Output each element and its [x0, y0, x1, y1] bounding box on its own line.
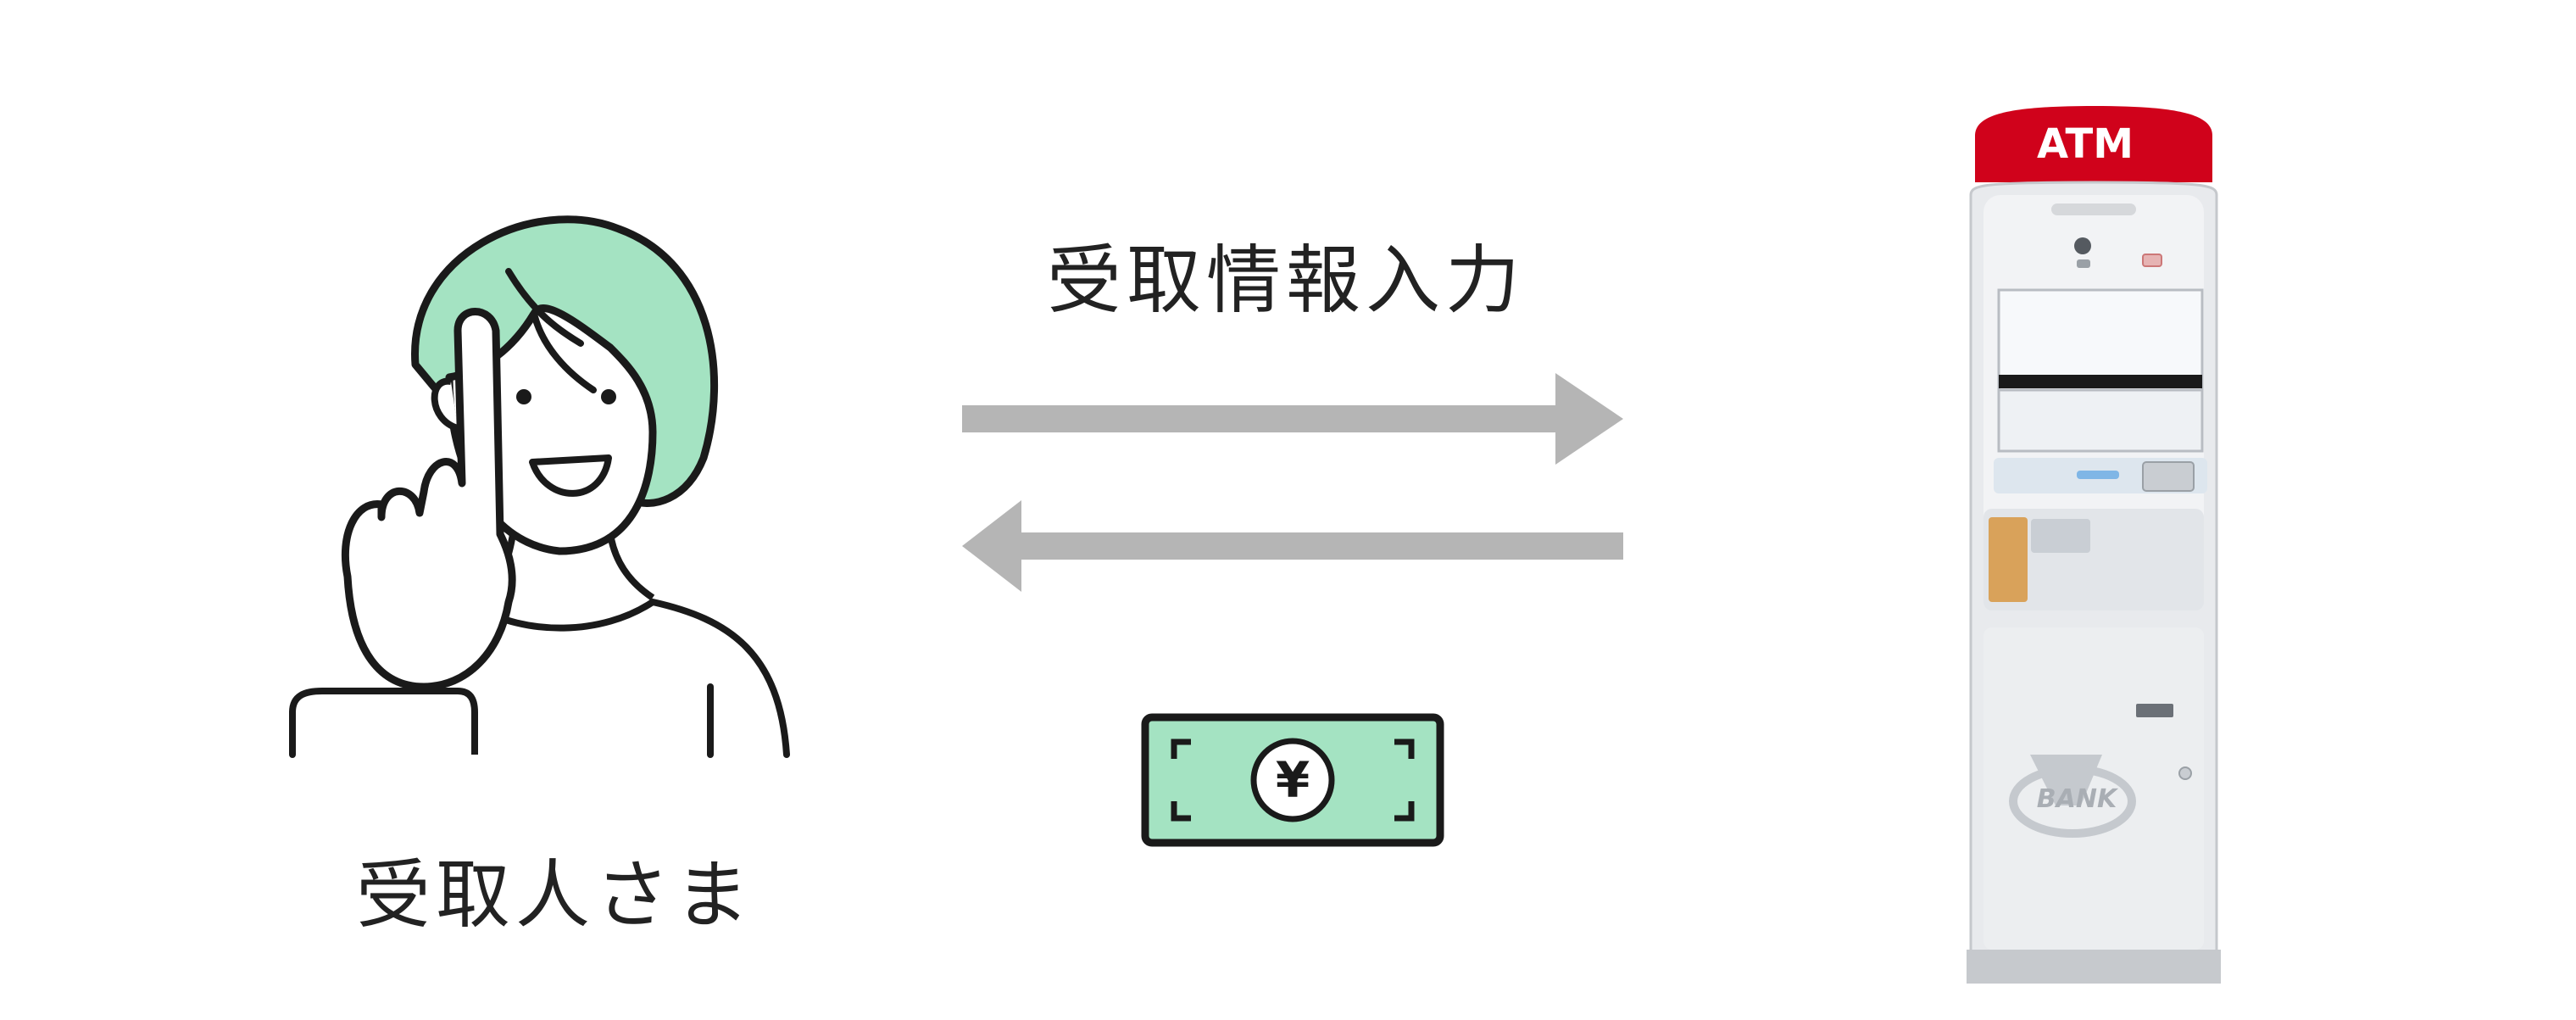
- banknote-icon: ¥: [1140, 712, 1445, 848]
- recipient-illustration: [289, 215, 790, 758]
- flow-label: 受取情報入力: [1047, 237, 1526, 324]
- recipient-label: 受取人さま: [356, 851, 755, 939]
- arrow-left: [962, 500, 1623, 592]
- arrow-right: [962, 373, 1623, 465]
- yen-symbol: ¥: [1275, 751, 1310, 809]
- atm-sign: ATM: [2037, 120, 2134, 168]
- atm-logo-text: BANK: [2036, 784, 2117, 814]
- atm-machine: ATM BANK: [1958, 102, 2229, 992]
